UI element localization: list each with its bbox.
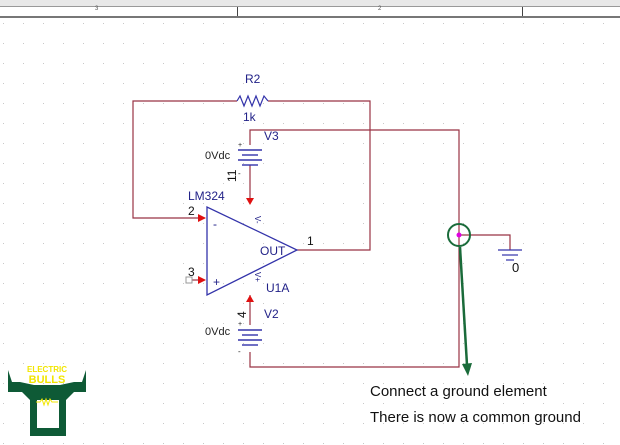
pin-3: 3 <box>188 265 195 279</box>
ground-label: 0 <box>512 260 519 275</box>
pin-2: 2 <box>188 204 195 218</box>
v2-plus: + <box>238 321 242 328</box>
opamp-vplus: V+ <box>253 272 262 282</box>
v3-plus: + <box>238 142 242 149</box>
electric-bulls-logo: ELECTRIC BULLS <box>8 365 86 436</box>
page-border: 3 2 <box>0 0 620 18</box>
pin-4: 4 <box>235 311 249 318</box>
unconnected-pin-marker <box>185 276 193 284</box>
pin-1: 1 <box>307 234 314 248</box>
opamp-u1a[interactable] <box>206 205 299 297</box>
wire-v2-bottom <box>249 235 460 368</box>
v3-minus: - <box>238 169 241 178</box>
v3-value: 0Vdc <box>205 150 231 162</box>
grid <box>0 20 620 445</box>
node-dot <box>456 232 462 238</box>
battery-v2[interactable] <box>238 329 262 346</box>
r2-ref: R2 <box>245 72 261 86</box>
resistor-r2[interactable] <box>236 94 269 108</box>
border-tick <box>237 7 238 16</box>
opamp-plus: + <box>213 275 220 289</box>
zone-label: 3 <box>95 6 99 12</box>
wire-v3-top <box>249 129 460 235</box>
opamp-out-label: OUT <box>260 244 286 258</box>
annotation-line-2: There is now a common ground <box>370 409 581 426</box>
opamp-ref: U1A <box>266 281 289 295</box>
battery-v3[interactable] <box>238 149 262 166</box>
opamp-minus: - <box>213 217 217 231</box>
wire-ground <box>459 234 511 250</box>
logo-text-1: ELECTRIC <box>27 365 67 374</box>
opamp-vminus: V- <box>253 216 262 224</box>
annotation-arrowhead <box>462 363 472 376</box>
border-strip <box>0 0 620 7</box>
wire-feedback-left <box>132 100 237 219</box>
pin-11: 11 <box>225 169 239 182</box>
v2-minus: - <box>238 347 241 356</box>
v2-value: 0Vdc <box>205 326 231 338</box>
r2-value: 1k <box>243 110 257 124</box>
border-tick <box>522 7 523 16</box>
wire-feedback-right <box>268 100 371 251</box>
v2-ref: V2 <box>264 307 279 321</box>
pin-arrows <box>198 198 254 302</box>
opamp-part: LM324 <box>188 189 225 203</box>
zone-label: 2 <box>378 6 382 12</box>
ground-symbol[interactable] <box>498 249 522 261</box>
v3-ref: V3 <box>264 129 279 143</box>
annotation-arrow <box>458 246 469 366</box>
annotation-line-1: Connect a ground element <box>370 383 547 400</box>
logo-text-2: BULLS <box>29 374 66 386</box>
highlight-circle <box>447 223 471 247</box>
